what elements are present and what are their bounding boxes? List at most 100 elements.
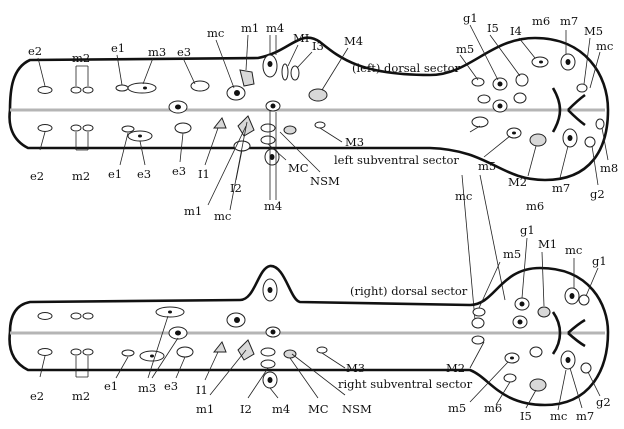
label-M2: M2 [508, 175, 527, 189]
label-g2: g2 [590, 187, 605, 201]
label-m7: m7 [560, 14, 578, 28]
label-left-dorsal: (left) dorsal sector [352, 61, 461, 75]
label-I1: I1 [198, 167, 210, 181]
label-I5: I5 [487, 21, 499, 35]
label-I4: I4 [510, 24, 522, 38]
cell-e1-sv-top [121, 125, 135, 133]
cell-m8-top [595, 118, 605, 130]
cell-m2a-top [70, 86, 82, 94]
right-pharynx-outline [8, 264, 610, 407]
left-valve-b [567, 93, 586, 127]
cell-I1-top [212, 117, 227, 129]
label-mc-mid: mc [214, 209, 231, 223]
label-I2-b: I2 [240, 402, 252, 416]
label-m2: m2 [72, 51, 90, 65]
left-valve [551, 87, 562, 133]
cell-e3-top [190, 80, 210, 92]
label-M2-b: M2 [446, 361, 465, 375]
label-e2-sv: e2 [30, 169, 44, 183]
left-labels: e2 m2 e1 m3 e3 mc m1 m4 MI I3 M4 (left) … [28, 11, 618, 223]
label-m1-mid: m1 [184, 204, 202, 218]
label-m8: m8 [600, 161, 618, 175]
label-m4-mid: m4 [264, 199, 282, 213]
label-m5-sv: m5 [478, 159, 496, 173]
cell-I5-top [515, 73, 529, 87]
label-M5: M5 [584, 24, 603, 38]
cell-m4-sv2-top [260, 135, 276, 145]
label-g1-b: g1 [520, 223, 535, 237]
cell-sv-a-top [174, 122, 192, 134]
cell-m3-top [127, 82, 157, 94]
label-e3-sv2: e3 [172, 164, 186, 178]
label-right-dorsal: (right) dorsal sector [350, 284, 468, 298]
cell-g2-top [584, 136, 596, 148]
label-m5-c: m5 [448, 401, 466, 415]
label-M3-b: M3 [346, 361, 365, 375]
label-mc-c: mc [550, 409, 567, 423]
cell-I3-top [290, 65, 300, 81]
right-valve [551, 311, 562, 355]
cell-M5-top [576, 83, 588, 93]
cell-e2-sv-top [37, 124, 53, 132]
label-m1-b: m1 [196, 402, 214, 416]
label-m7-b: m7 [576, 409, 594, 423]
label-m2-sv: m2 [72, 169, 90, 183]
label-MI: MI [293, 31, 309, 45]
label-NSM: NSM [310, 174, 340, 188]
cell-m6-sv-top [529, 133, 547, 147]
label-left-subventral: left subventral sector [334, 153, 459, 167]
label-m4: m4 [266, 21, 284, 35]
cell-M4-top [308, 88, 328, 102]
label-mc-b: mc [565, 243, 582, 257]
label-right-subventral: right subventral sector [338, 377, 473, 391]
label-g1-c: g1 [592, 254, 607, 268]
left-pharynx-outline [8, 36, 610, 182]
cell-m4-sv1-top [260, 123, 276, 133]
cell-m1-top [239, 69, 255, 87]
label-mc-right: mc [596, 39, 613, 53]
label-e3-sv: e3 [137, 167, 151, 181]
right-valve-b [567, 318, 586, 348]
label-mc: mc [207, 26, 224, 40]
label-e3-b: e3 [164, 379, 178, 393]
cell-m5a-top [471, 77, 485, 87]
label-e2: e2 [28, 44, 42, 58]
cell-MC-top [283, 125, 297, 135]
cell-m2b-sv-top [82, 124, 94, 132]
label-m2-b: m2 [72, 389, 90, 403]
cell-m2b-top [82, 86, 94, 94]
label-M3: M3 [345, 135, 364, 149]
label-MC-b: MC [308, 402, 329, 416]
label-MC: MC [288, 161, 309, 175]
label-I1-b: I1 [196, 383, 208, 397]
cell-M3-top [314, 121, 326, 129]
cell-e2-top [37, 86, 53, 94]
label-m1: m1 [241, 21, 259, 35]
label-NSM-b: NSM [342, 402, 372, 416]
label-e3: e3 [177, 45, 191, 59]
label-m7-sv: m7 [552, 181, 570, 195]
cell-m2a-sv-top [70, 124, 82, 132]
label-m6-sv: m6 [526, 199, 544, 213]
right-labels: (right) dorsal sector m5 g1 M1 mc g1 e2 … [30, 223, 611, 423]
label-e2-b: e2 [30, 389, 44, 403]
cell-g1b-top [513, 92, 527, 104]
label-M4: M4 [344, 34, 363, 48]
cell-mc-bulb-top [477, 94, 491, 104]
label-I5-b: I5 [520, 409, 532, 423]
label-m5-b: m5 [503, 247, 521, 261]
label-m6-b: m6 [484, 401, 502, 415]
label-m5: m5 [456, 42, 474, 56]
label-m6: m6 [532, 14, 550, 28]
label-I2: I2 [230, 181, 242, 195]
label-mc-bulb: mc [455, 189, 472, 203]
label-e1: e1 [111, 41, 125, 55]
cell-MI-top [281, 63, 289, 81]
label-g2-b: g2 [596, 395, 611, 409]
right-pharynx [8, 237, 610, 411]
label-m3: m3 [148, 45, 166, 59]
label-M1: M1 [538, 237, 557, 251]
label-e1-b: e1 [104, 379, 118, 393]
label-m3-b: m3 [138, 381, 156, 395]
